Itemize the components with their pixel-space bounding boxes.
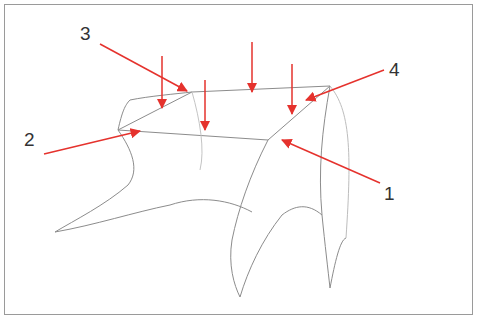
callout-arrow <box>44 131 140 154</box>
load-arrow <box>251 42 253 92</box>
frame-border <box>5 5 473 315</box>
shell-structure <box>55 86 349 297</box>
front-leg <box>231 140 282 297</box>
load-arrow <box>204 80 206 130</box>
left-shell-edge <box>118 92 192 130</box>
left-leg <box>55 130 170 232</box>
back-shell-edge <box>192 92 202 170</box>
right-leg <box>320 86 346 288</box>
callout-arrow <box>282 140 380 183</box>
load-arrow <box>291 64 293 114</box>
underside-arch <box>282 207 322 215</box>
callout-number: 2 <box>24 130 35 149</box>
callout-number: 1 <box>384 184 395 203</box>
underside-arch <box>170 200 252 212</box>
callout-number: 3 <box>80 24 91 43</box>
callout-number: 4 <box>389 60 400 79</box>
load-arrows <box>44 42 384 183</box>
callout-arrow <box>100 44 187 91</box>
roof-plane <box>118 86 330 140</box>
load-arrow <box>161 56 163 108</box>
callout-arrow <box>306 70 384 100</box>
